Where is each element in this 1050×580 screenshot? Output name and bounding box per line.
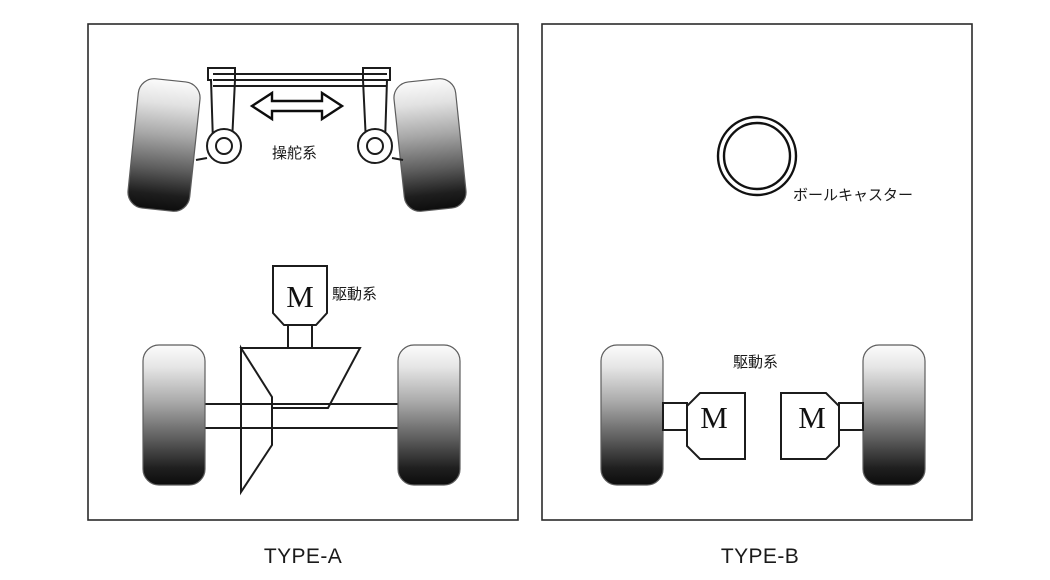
ball-caster-assembly: ボールキャスター	[716, 115, 913, 204]
motor-housing: M	[272, 265, 328, 326]
motor-output-shaft	[287, 324, 313, 349]
rear-left-tire	[142, 344, 206, 486]
differential-housing	[240, 344, 273, 496]
type-b-left-tire	[600, 344, 664, 486]
type-b-right-tire	[862, 344, 926, 486]
motor-label: M	[286, 279, 314, 314]
rear-right-tire	[397, 344, 461, 486]
right-motor-label: M	[798, 400, 826, 435]
left-motor-housing: M	[686, 392, 746, 460]
front-left-hub	[195, 128, 242, 164]
front-right-tire	[393, 78, 467, 212]
ball-caster-outer-ring	[716, 115, 798, 197]
drive-assembly-type-a: M	[142, 265, 461, 496]
tie-rod-linkage	[213, 73, 387, 87]
steering-system-label: 操舵系	[272, 144, 317, 162]
right-motor-housing: M	[780, 392, 840, 460]
ball-caster-label: ボールキャスター	[793, 186, 913, 204]
caption-type-a: TYPE-A	[264, 545, 342, 568]
rear-axle-shafts	[196, 403, 406, 429]
steering-motion-arrow	[249, 90, 345, 122]
ball-caster-inner-ring	[722, 121, 792, 191]
left-motor-label: M	[700, 400, 728, 435]
front-right-hub	[357, 128, 404, 164]
drive-system-label-a: 駆動系	[332, 285, 377, 303]
right-motor-shaft	[838, 402, 864, 431]
front-left-tire	[127, 78, 201, 212]
left-motor-shaft	[662, 402, 688, 431]
caption-type-b: TYPE-B	[721, 545, 799, 568]
drive-assembly-type-b: M M 駆動系	[600, 344, 926, 486]
drive-system-label-b: 駆動系	[733, 353, 778, 371]
steering-assembly: 操舵系	[127, 67, 467, 212]
